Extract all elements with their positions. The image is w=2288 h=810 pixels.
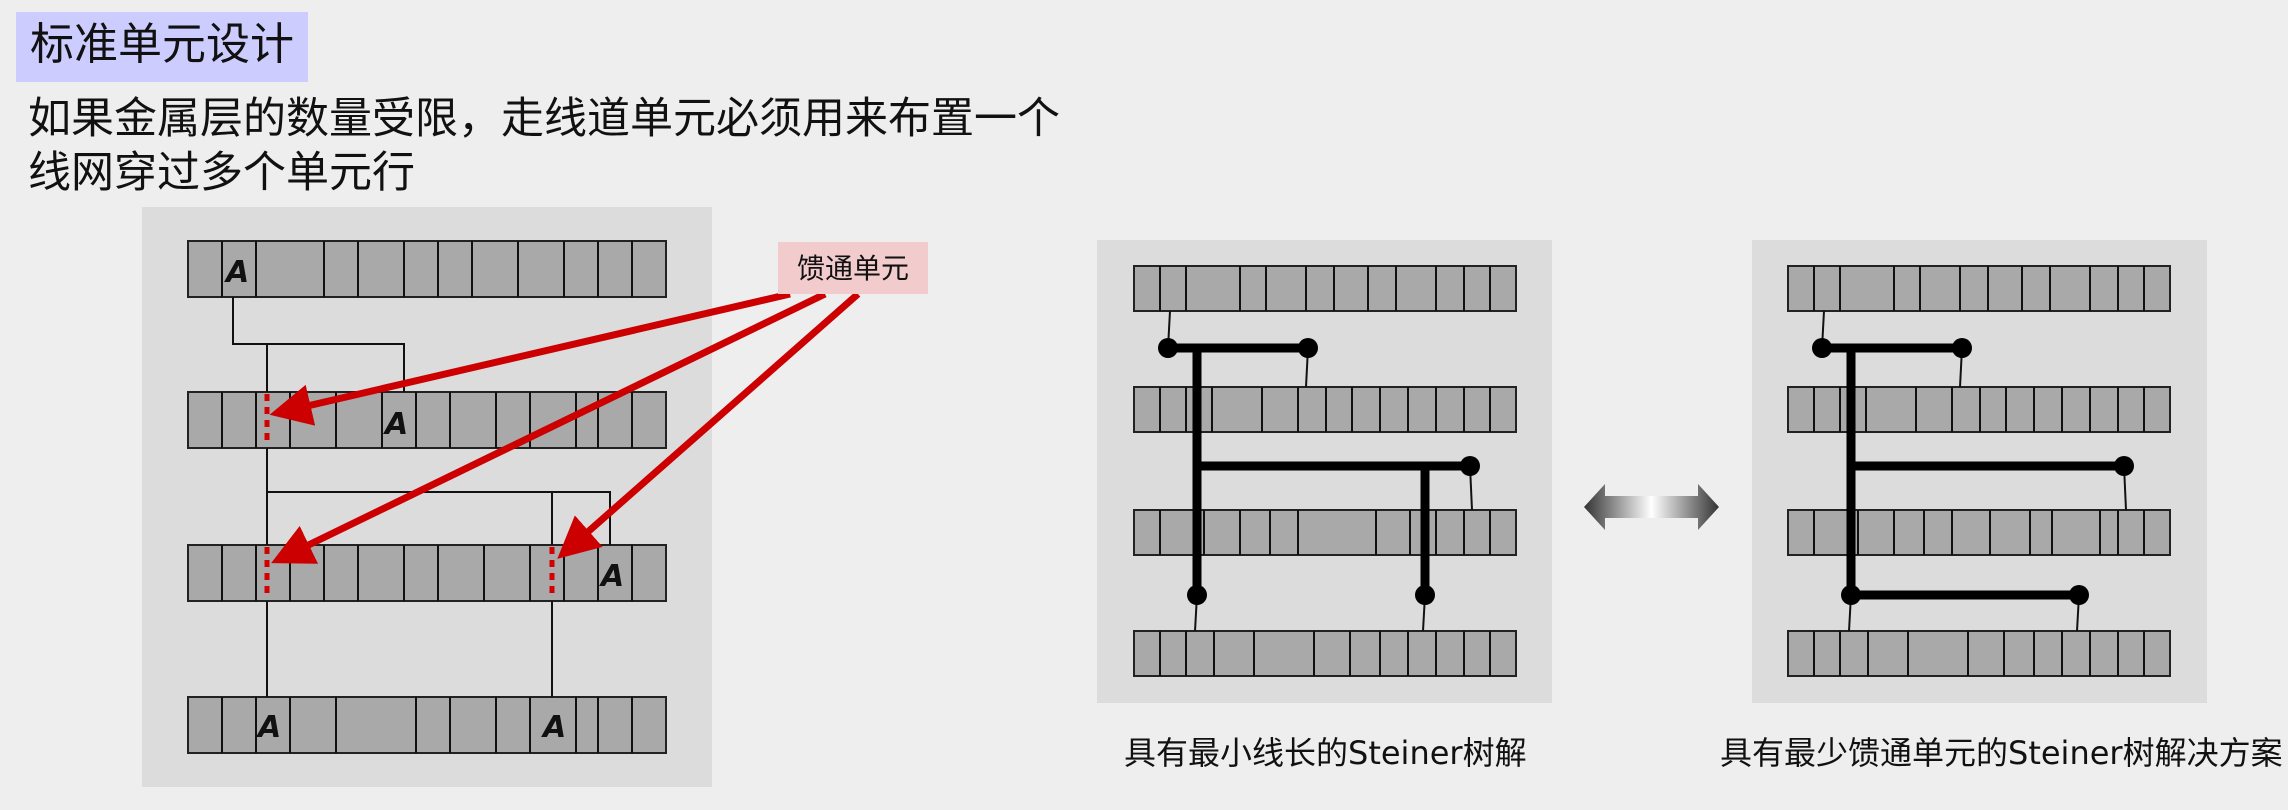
feedthrough-arrow: [271, 290, 827, 564]
cell-row: [1133, 265, 1517, 312]
cell-row: [187, 391, 667, 449]
steiner-tree-min-feedthrough: [1822, 343, 2124, 600]
net-wiring: [232, 297, 611, 697]
left-panel: A A A A A 馈通单元: [142, 207, 928, 787]
cell-row: [187, 696, 667, 754]
cell-row: [1787, 386, 2171, 433]
steiner-tree-min-wirelength: [1168, 343, 1470, 595]
feedthrough-tag-label: 馈通单元: [797, 252, 909, 285]
caption-min-feedthrough: 具有最少馈通单元的Steiner树解决方案: [1720, 734, 2283, 772]
caption-min-wirelength: 具有最小线长的Steiner树解: [1124, 734, 1527, 772]
middle-panel: [1097, 240, 1552, 703]
cell-row: [1133, 509, 1517, 556]
cell-row: [187, 544, 667, 602]
subtitle-text: 如果金属层的数量受限，走线道单元必须用来布置一个线网穿过多个单元行: [28, 94, 1060, 198]
double-arrow-icon: [1584, 484, 1719, 530]
cell-a-label: A: [541, 710, 566, 745]
cell-row: [1133, 386, 1517, 433]
steiner-pins: [1812, 338, 2134, 605]
cell-a-label: A: [599, 559, 624, 594]
page-title: 标准单元设计: [16, 12, 308, 82]
cell-row: [1133, 630, 1517, 677]
cell-row: [1787, 265, 2171, 312]
cell-row: [1787, 630, 2171, 677]
cell-a-label: A: [224, 255, 249, 290]
cell-row: [1787, 509, 2171, 556]
feedthrough-arrows: [269, 290, 861, 564]
cell-row: [187, 240, 667, 298]
cell-a-label: A: [256, 710, 281, 745]
feedthrough-arrow: [269, 290, 791, 426]
feedthrough-tag: [778, 242, 928, 294]
feedthrough-arrow: [557, 291, 861, 559]
cell-a-label: A: [383, 407, 408, 442]
steiner-pins: [1158, 338, 1480, 605]
right-panel: [1752, 240, 2207, 703]
left-panel-bg: [142, 207, 712, 787]
